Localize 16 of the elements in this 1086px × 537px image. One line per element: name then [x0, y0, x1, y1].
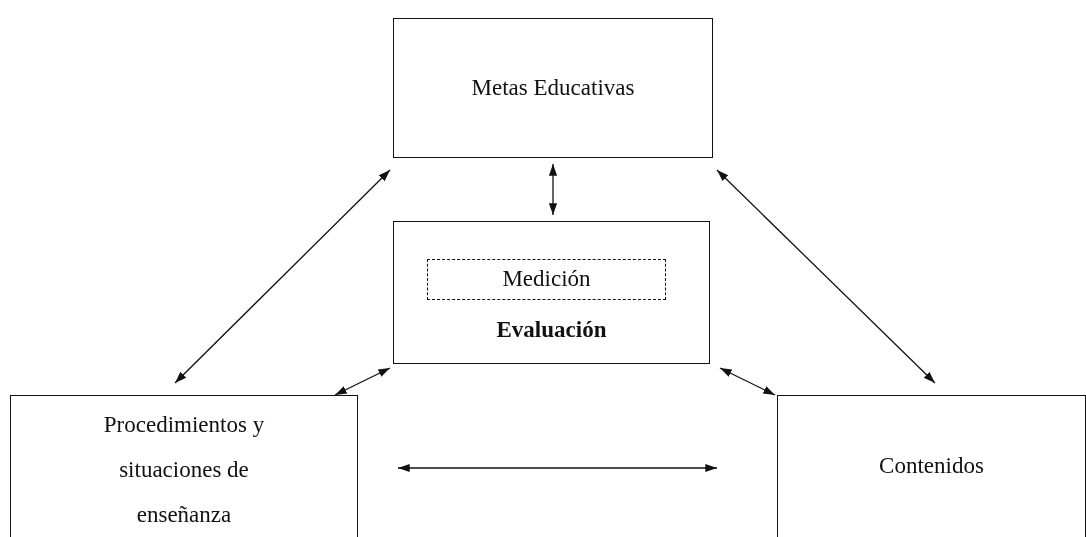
- evaluation-box: [393, 221, 710, 364]
- node-label: Procedimientos y situaciones de enseñanza: [102, 411, 266, 529]
- node-label: Evaluación: [496, 316, 607, 345]
- node-label: Contenidos: [879, 452, 984, 481]
- node-label: Metas Educativas: [470, 73, 636, 102]
- arrow: [334, 367, 391, 396]
- arrow: [716, 169, 936, 384]
- procedures-box: [10, 395, 358, 537]
- arrow: [548, 163, 558, 216]
- measurement-box: [427, 259, 666, 300]
- goal-box: [393, 18, 713, 158]
- node-label: Medición: [502, 265, 591, 294]
- content-box: [777, 395, 1086, 537]
- arrow: [397, 463, 718, 473]
- arrow: [174, 169, 391, 384]
- arrow: [719, 367, 776, 396]
